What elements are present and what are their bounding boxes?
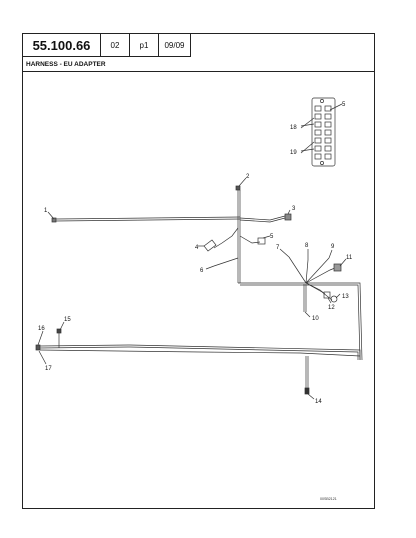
harness-wires [39, 190, 363, 388]
callout-14: 14 [315, 399, 322, 405]
callout-12: 12 [328, 305, 335, 311]
callout-10: 10 [312, 316, 319, 322]
revision-date: 09/09 [159, 34, 191, 56]
parts-sheet: 55.100.66 02 p1 09/09 HARNESS - EU ADAPT… [22, 33, 375, 509]
callout-1: 1 [44, 208, 48, 214]
sheet-title: HARNESS - EU ADAPTER [23, 57, 374, 72]
callout-5b: 5 [270, 234, 274, 240]
page-number: p1 [130, 34, 159, 56]
callout-13: 13 [342, 294, 349, 300]
callout-18: 18 [290, 125, 297, 131]
part-number: 55.100.66 [23, 34, 101, 56]
header-row: 55.100.66 02 p1 09/09 [23, 34, 191, 57]
callout-16: 16 [38, 326, 45, 332]
callout-3: 3 [292, 206, 296, 212]
callout-11: 11 [346, 255, 353, 261]
callout-7: 7 [276, 245, 280, 251]
callout-labels: 5 18 19 1 2 3 4 5 6 7 8 9 10 11 12 13 14… [38, 102, 353, 501]
callout-5a: 5 [342, 102, 346, 108]
fuse-block [311, 97, 336, 167]
callout-17: 17 [45, 366, 52, 372]
drawing-code: 00SB2121 [320, 497, 337, 501]
callout-4: 4 [195, 245, 199, 251]
callout-9: 9 [331, 244, 335, 250]
callout-15: 15 [64, 317, 71, 323]
callout-6: 6 [200, 268, 204, 274]
section-number: 02 [101, 34, 130, 56]
connectors [35, 185, 342, 395]
callout-19: 19 [290, 150, 297, 156]
callout-8: 8 [305, 243, 309, 249]
callout-2: 2 [246, 174, 250, 180]
